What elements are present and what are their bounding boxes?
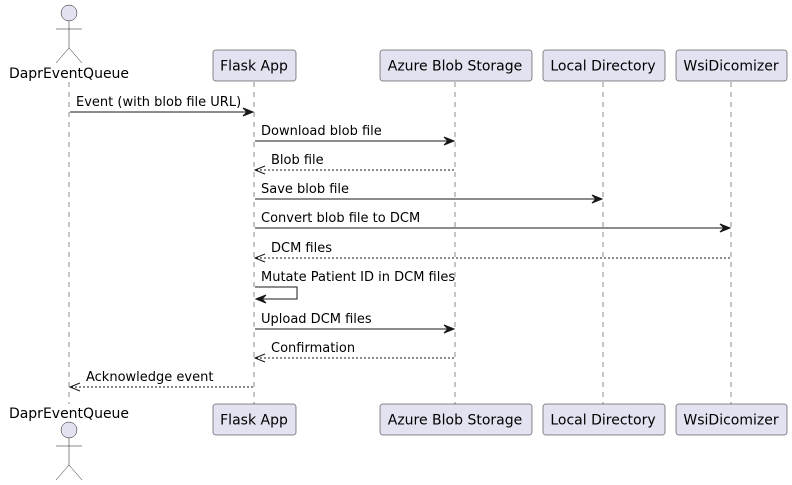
message-label: Acknowledge event — [86, 370, 213, 385]
participant-label: Local Directory — [550, 413, 655, 429]
participant-box — [379, 49, 533, 82]
actor-leg-right — [68, 464, 83, 481]
message-3: Blob file — [253, 153, 454, 175]
arrow-head-icon — [253, 353, 266, 363]
message-label: Blob file — [271, 153, 324, 168]
message-label: Upload DCM files — [261, 312, 372, 327]
participant-box — [542, 49, 666, 82]
actor-queue-bottom: DaprEventQueue — [9, 406, 129, 481]
participant-label: WsiDicomizer — [683, 59, 778, 75]
arrow-head-icon — [443, 324, 456, 334]
actor-head-icon — [60, 4, 78, 22]
arrow-head-icon — [253, 165, 266, 175]
participant-box — [675, 49, 788, 82]
message-5: Convert blob file to DCM — [255, 211, 732, 233]
participant-label: Azure Blob Storage — [388, 59, 522, 75]
participant-flask-top: Flask App — [212, 49, 297, 82]
message-label: Download blob file — [261, 124, 382, 139]
arrow-head-icon — [591, 194, 604, 204]
participant-box — [212, 403, 297, 436]
actor-head-icon — [60, 421, 78, 439]
participant-blob-top: Azure Blob Storage — [379, 49, 533, 82]
participant-label: Flask App — [220, 413, 288, 429]
participant-flask-bottom: Flask App — [212, 403, 297, 436]
arrow-head-icon — [253, 253, 266, 263]
actor-queue-top: DaprEventQueue — [9, 4, 129, 82]
message-2: Download blob file — [255, 124, 456, 146]
participant-box — [542, 403, 666, 436]
message-7: Mutate Patient ID in DCM files — [254, 270, 455, 304]
message-label: Convert blob file to DCM — [261, 211, 420, 226]
participant-box — [379, 403, 533, 436]
participant-blob-bottom: Azure Blob Storage — [379, 403, 533, 436]
message-label: Save blob file — [261, 182, 349, 197]
arrow-head-icon — [242, 107, 255, 117]
actor-label: DaprEventQueue — [9, 406, 129, 422]
participant-label: WsiDicomizer — [683, 413, 778, 429]
actor-leg-right — [68, 47, 83, 64]
participant-wsi-top: WsiDicomizer — [675, 49, 788, 82]
participant-box — [212, 49, 297, 82]
message-10: Acknowledge event — [68, 370, 253, 392]
actor-label: DaprEventQueue — [9, 66, 129, 82]
message-label: Event (with blob file URL) — [76, 95, 241, 110]
participant-box — [675, 403, 788, 436]
participant-wsi-bottom: WsiDicomizer — [675, 403, 788, 436]
message-label: Mutate Patient ID in DCM files — [261, 270, 455, 285]
message-label: DCM files — [271, 241, 332, 256]
message-line — [255, 286, 298, 300]
participant-local-bottom: Local Directory — [542, 403, 666, 436]
participant-label: Local Directory — [550, 59, 655, 75]
arrow-head-icon — [443, 136, 456, 146]
actor-leg-left — [55, 47, 70, 64]
arrow-head-icon — [254, 294, 267, 304]
message-1: Event (with blob file URL) — [70, 95, 255, 117]
arrow-head-icon — [68, 382, 81, 392]
message-4: Save blob file — [255, 182, 604, 204]
message-label: Confirmation — [271, 341, 355, 356]
message-9: Confirmation — [253, 341, 454, 363]
actor-leg-left — [55, 464, 70, 481]
participant-local-top: Local Directory — [542, 49, 666, 82]
participant-label: Flask App — [220, 59, 288, 75]
participant-label: Azure Blob Storage — [388, 413, 522, 429]
message-8: Upload DCM files — [255, 312, 456, 334]
arrow-head-icon — [719, 223, 732, 233]
message-6: DCM files — [253, 241, 730, 263]
